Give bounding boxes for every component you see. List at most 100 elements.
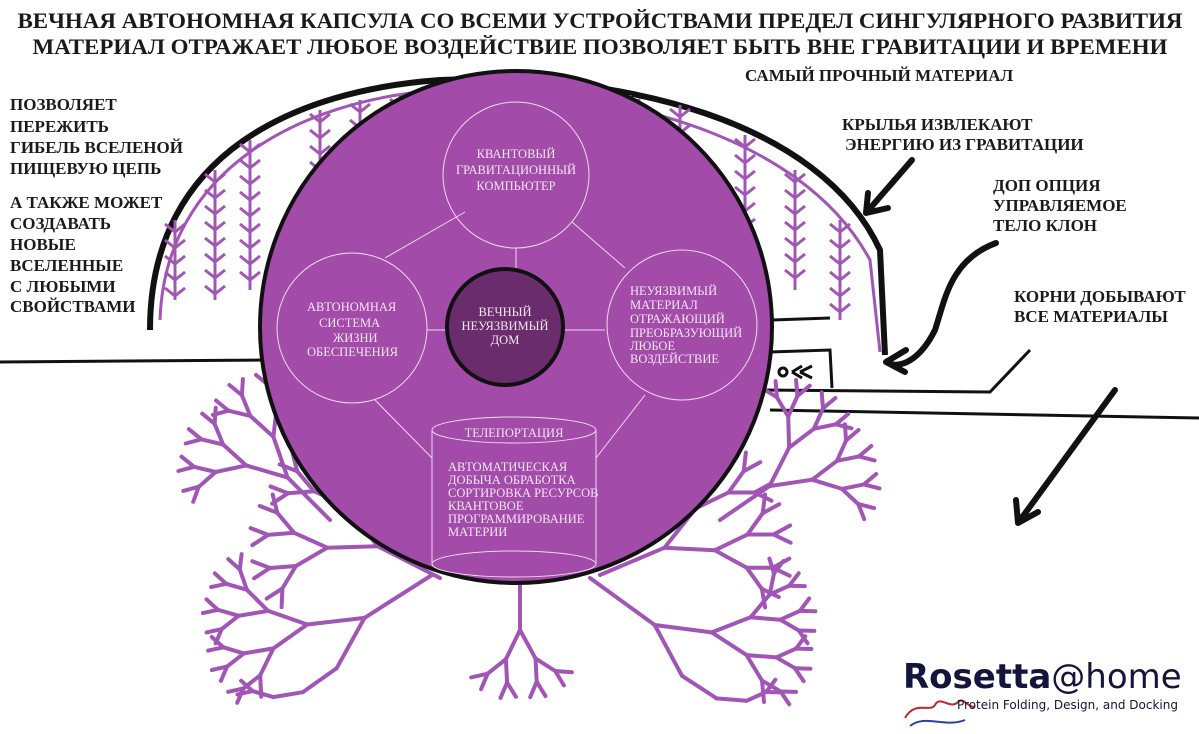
root-branch (300, 666, 339, 695)
root-branch (212, 421, 226, 447)
root-branch (375, 544, 442, 580)
root-branch (794, 634, 808, 651)
root-branch (224, 581, 249, 592)
root-branch (821, 396, 838, 411)
root-branch (518, 628, 538, 661)
root-branch (786, 414, 792, 450)
root-branch (770, 556, 792, 570)
node-eternal-home (445, 267, 565, 387)
root-branch (787, 426, 816, 450)
root-branch (760, 502, 782, 516)
root-branch (811, 406, 825, 431)
root-branch (744, 565, 764, 591)
root-branch (726, 469, 746, 495)
root-branch (748, 615, 783, 622)
root-branch (774, 646, 798, 660)
root-branch (183, 437, 204, 446)
root-branch (334, 615, 367, 671)
root-branch (503, 657, 510, 685)
root-branch (712, 532, 750, 553)
root-branch (839, 482, 866, 491)
root-branch (209, 664, 229, 672)
root-branch (239, 393, 253, 418)
arrow-clone-icon (883, 240, 999, 375)
root-branch (856, 502, 867, 522)
root-branch (553, 669, 574, 675)
feather (239, 140, 261, 290)
feather (829, 220, 851, 320)
root-branch (842, 422, 849, 443)
root-branch (200, 411, 217, 426)
root-branch (186, 427, 204, 442)
root-branch (266, 530, 297, 537)
root-branch (792, 666, 806, 684)
root-branch (216, 607, 241, 618)
root-branch (200, 607, 220, 616)
root-branch (778, 608, 802, 622)
root-branch (741, 460, 763, 474)
root-branch (767, 445, 792, 489)
root-branch (271, 434, 290, 480)
root-branch (744, 653, 779, 660)
root-branch (213, 627, 224, 646)
root-branch (835, 454, 861, 463)
root-branch (206, 645, 226, 653)
root-branch (598, 545, 667, 577)
root-branch (214, 398, 231, 413)
root-branch (770, 565, 792, 578)
rosetta-logo: Rosetta@home Protein Folding, Design, an… (903, 657, 1182, 727)
root-branch (764, 677, 778, 694)
node-life-support (276, 252, 428, 404)
root-branch (271, 690, 305, 700)
root-branch (275, 510, 297, 535)
root-branch (271, 622, 310, 651)
root-branch (210, 408, 231, 417)
root-branch (839, 486, 861, 507)
root-branch (533, 656, 539, 684)
root-branch (774, 655, 797, 671)
root-branch (652, 623, 714, 635)
root-branch (305, 615, 367, 627)
root-branch (741, 450, 748, 474)
root-branch (794, 378, 800, 399)
root-branch (844, 428, 861, 443)
title-line-2: МАТЕРИАЛ ОТРАЖАЕТ ЛЮБОЕ ВОЗДЕЙСТВИЕ ПОЗВ… (33, 34, 1168, 59)
root-branch (759, 586, 768, 610)
root-branch (811, 422, 838, 431)
root-branch (709, 630, 749, 658)
root-branch (771, 523, 793, 537)
arrow-roots-icon (1013, 387, 1118, 526)
root-branch (503, 628, 522, 662)
root-branch (787, 571, 801, 588)
root-branch (792, 666, 813, 671)
root-branch (835, 438, 849, 463)
root-branch (226, 408, 253, 418)
root-branch (199, 437, 226, 447)
root-branch (280, 564, 298, 591)
root-branch (241, 673, 263, 691)
root-branch (241, 646, 276, 656)
root-branch (192, 464, 218, 474)
root-branch (861, 472, 879, 487)
root-branch (204, 627, 224, 635)
root-branch (237, 567, 249, 592)
capsule-connectors (276, 101, 758, 578)
root-branch (362, 573, 434, 620)
root-branch (244, 463, 290, 480)
root-branch (588, 576, 657, 627)
root-branch (652, 623, 684, 678)
root-branch (237, 552, 244, 572)
root-branch (248, 413, 276, 439)
root-branch (534, 679, 548, 699)
root-branch (833, 412, 851, 427)
